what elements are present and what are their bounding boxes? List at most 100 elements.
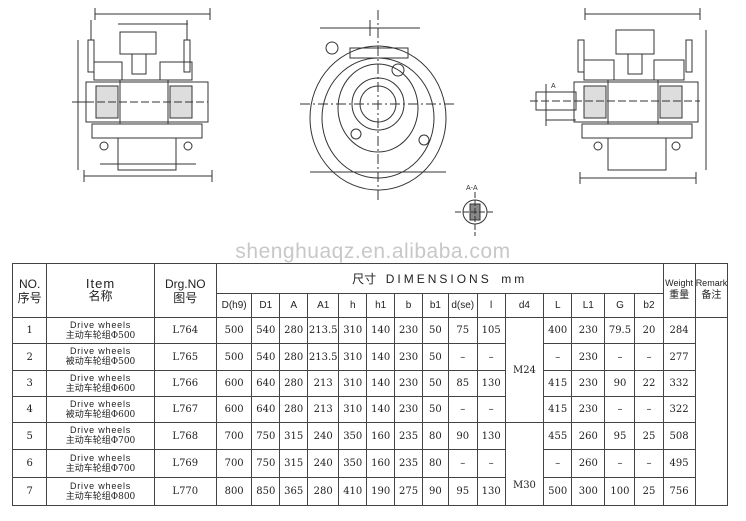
row-drg: L765 xyxy=(153,343,217,371)
col-b1: b1 xyxy=(422,293,449,318)
row-cell-d: 95 xyxy=(447,477,478,506)
row-cell-D: 500 xyxy=(215,317,253,344)
row-cell-b: 235 xyxy=(394,422,423,450)
row-cell-b: 235 xyxy=(394,449,423,478)
center-side-view xyxy=(300,10,456,200)
row-cell-G: 90 xyxy=(604,370,636,397)
row-weight: 277 xyxy=(662,343,696,371)
row-item-cn: 主动车轮组Φ800 xyxy=(65,491,136,502)
row-cell-D1: 750 xyxy=(251,449,281,478)
row-cell-b1: 50 xyxy=(422,317,449,344)
row-cell-b2: – xyxy=(634,343,664,371)
row-no: 7 xyxy=(11,477,48,506)
row-weight: 508 xyxy=(662,422,696,450)
row-item-en: Drive wheels xyxy=(69,425,132,435)
row-no: 1 xyxy=(11,317,48,344)
header-remark: Remark 备注 xyxy=(694,263,729,318)
row-cell-D1: 540 xyxy=(251,343,281,371)
row-item-en: Drive wheels xyxy=(69,372,132,383)
right-wheel-view xyxy=(530,8,707,184)
row-cell-b: 275 xyxy=(394,477,423,506)
row-cell-G: 100 xyxy=(604,477,636,506)
row-cell-h1: 190 xyxy=(366,477,396,506)
row-drg: L768 xyxy=(153,422,217,450)
row-drg: L769 xyxy=(153,449,217,478)
row-cell-L: 455 xyxy=(543,422,573,450)
row-item-en: Drive wheels xyxy=(69,480,132,491)
row-cell-b2: – xyxy=(634,396,664,423)
row-cell-d: 85 xyxy=(447,370,478,397)
row-cell-L1: 260 xyxy=(571,449,606,478)
row-weight: 284 xyxy=(662,317,696,344)
row-cell-D: 700 xyxy=(215,422,253,450)
row-drg: L764 xyxy=(153,317,217,344)
col-b: b xyxy=(394,293,423,318)
col-A1: A1 xyxy=(307,293,340,318)
row-cell-h: 310 xyxy=(338,343,368,371)
row-cell-b1: 80 xyxy=(422,449,449,478)
row-cell-A: 280 xyxy=(279,396,309,423)
row-cell-b2: 25 xyxy=(634,477,664,506)
row-cell-A1: 213 xyxy=(307,370,340,397)
row-cell-l: – xyxy=(476,449,506,478)
row-cell-l: 105 xyxy=(476,317,506,344)
row-item-en: Drive wheels xyxy=(69,452,132,463)
row-item-en: Drive wheels xyxy=(69,319,132,330)
row-cell-b: 230 xyxy=(394,396,423,423)
row-item-cn: 主动车轮组Φ700 xyxy=(65,463,136,474)
row-item-en: Drive wheels xyxy=(69,398,132,409)
row-weight: 495 xyxy=(662,449,696,478)
row-cell-L1: 300 xyxy=(571,477,606,506)
row-cell-A: 280 xyxy=(279,343,309,371)
row-no: 3 xyxy=(11,370,48,397)
row-cell-d: – xyxy=(447,396,478,423)
row-cell-A: 315 xyxy=(279,449,309,478)
row-cell-D: 700 xyxy=(215,449,253,478)
row-cell-d: – xyxy=(447,449,478,478)
view-label: A xyxy=(551,83,556,90)
row-cell-b: 230 xyxy=(394,370,423,397)
row-cell-G: – xyxy=(604,343,636,371)
row-cell-A1: 240 xyxy=(307,449,340,478)
row-no: 4 xyxy=(11,396,48,423)
row-item-en: Drive wheels xyxy=(69,346,132,356)
row-cell-b1: 50 xyxy=(422,396,449,423)
row-weight: 322 xyxy=(662,396,696,423)
row-cell-L: 415 xyxy=(543,396,573,423)
row-cell-h: 310 xyxy=(338,370,368,397)
row-no: 2 xyxy=(11,343,48,371)
row-item-cn: 被动车轮组Φ600 xyxy=(65,409,136,420)
col-G: G xyxy=(604,293,636,318)
row-drg: L766 xyxy=(153,370,217,397)
row-cell-A1: 213 xyxy=(307,396,340,423)
row-cell-L1: 230 xyxy=(571,343,606,371)
col-d4: d4 xyxy=(504,293,545,318)
row-cell-D1: 640 xyxy=(251,370,281,397)
row-cell-A1: 213.5 xyxy=(307,343,340,371)
row-cell-l: 130 xyxy=(476,422,506,450)
row-cell-b2: 25 xyxy=(634,422,664,450)
col-A: A xyxy=(279,293,309,318)
row-cell-d: 75 xyxy=(447,317,478,344)
col-b2: b2 xyxy=(634,293,664,318)
row-cell-b1: 80 xyxy=(422,422,449,450)
left-wheel-view xyxy=(72,8,213,182)
technical-drawing: A-A A xyxy=(72,8,707,236)
row-cell-D: 500 xyxy=(215,343,253,371)
col-d: d(se) xyxy=(447,293,478,318)
header-dimensions: 尺寸 DIMENSIONS mm xyxy=(215,263,664,294)
row-cell-h1: 140 xyxy=(366,370,396,397)
col-L1: L1 xyxy=(571,293,606,318)
row-cell-h1: 160 xyxy=(366,422,396,450)
col-D1: D1 xyxy=(251,293,281,318)
row-cell-A1: 213.5 xyxy=(307,317,340,344)
